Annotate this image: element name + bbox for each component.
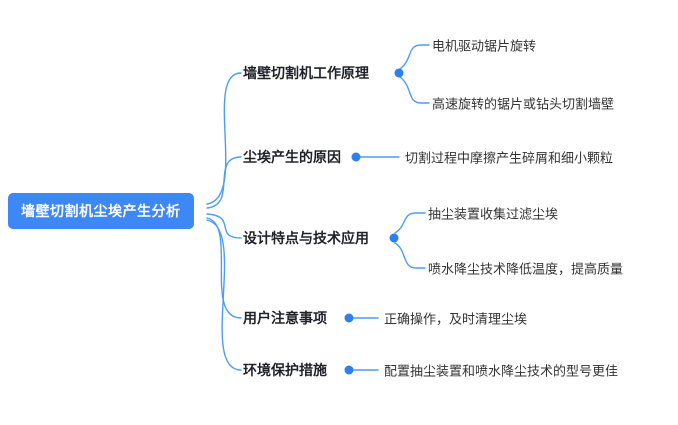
leaf-friction-debris[interactable]: 切割过程中摩擦产生碎屑和细小颗粒 (405, 150, 614, 166)
leaf-equipment-model[interactable]: 配置抽尘装置和喷水降尘技术的型号更佳 (384, 363, 619, 379)
connector-root-branch-1 (206, 72, 242, 205)
branch1-dot[interactable] (394, 68, 404, 78)
leaf-dust-extraction[interactable]: 抽尘装置收集过滤尘埃 (428, 206, 559, 222)
leaf-correct-operation[interactable]: 正确操作，及时清理尘埃 (384, 311, 528, 327)
connector-branch3-child2 (394, 242, 426, 269)
branch3-dot[interactable] (389, 233, 399, 243)
branch2-dot[interactable] (351, 152, 361, 162)
connector-root-branch-3 (206, 213, 242, 239)
branch-user-notes[interactable]: 用户注意事项 (243, 310, 327, 326)
leaf-motor-drive[interactable]: 电机驱动锯片旋转 (432, 38, 537, 54)
branch4-dot[interactable] (344, 313, 354, 323)
branch5-dot[interactable] (344, 365, 354, 375)
branch-environment-protection[interactable]: 环境保护措施 (243, 362, 327, 378)
connector-root-branch-2 (206, 156, 242, 209)
connector-branch3-child1 (394, 212, 426, 234)
root-node[interactable]: 墙壁切割机尘埃产生分析 (8, 193, 194, 229)
leaf-water-spray[interactable]: 喷水降尘技术降低温度，提高质量 (428, 261, 624, 277)
connector-branch1-child2 (399, 76, 430, 104)
branch-design-technology[interactable]: 设计特点与技术应用 (243, 230, 369, 246)
branch-dust-causes[interactable]: 尘埃产生的原因 (243, 149, 341, 165)
connector-root-branch-5 (206, 219, 242, 371)
leaf-high-speed-cutting[interactable]: 高速旋转的锯片或钻头切割墙壁 (432, 96, 615, 112)
branch-working-principle[interactable]: 墙壁切割机工作原理 (243, 65, 369, 81)
connector-branch1-child1 (399, 44, 430, 70)
